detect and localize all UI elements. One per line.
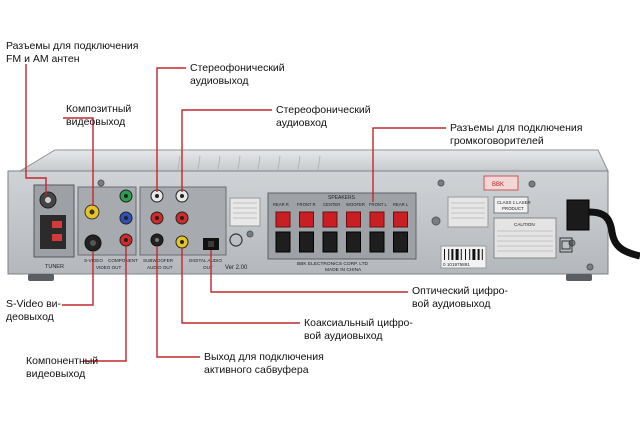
foot-left xyxy=(28,274,54,281)
subwoofer-label: SUBWOOFER xyxy=(143,258,174,263)
barcode-bar xyxy=(469,249,471,260)
speaker-terminal-negative xyxy=(299,231,314,253)
speaker-terminal-negative xyxy=(275,231,291,253)
laser-line1: CLASS 1 LASER xyxy=(497,200,531,205)
leader-composite xyxy=(63,117,94,206)
speaker-terminal-negative xyxy=(393,231,408,253)
leader-svideo xyxy=(62,252,94,306)
barcode-bars xyxy=(444,249,483,260)
top-vents xyxy=(177,155,321,171)
speaker-terminal-positive xyxy=(322,211,338,228)
caution-label xyxy=(493,217,557,259)
spec-label xyxy=(447,196,489,228)
leader-optical xyxy=(210,250,408,293)
speakers-label: SPEAKERS xyxy=(328,195,356,201)
label-speakers: Разъемы для подключения громкоговорителе… xyxy=(450,122,583,147)
barcode-number: 0 101975891 xyxy=(443,262,470,267)
speaker-terminal-positive xyxy=(346,211,361,228)
rear-l-label: REAR L xyxy=(393,202,409,207)
leader-speakers xyxy=(372,127,446,202)
leader-component xyxy=(83,246,127,362)
rear-r-label: REAR R xyxy=(273,202,289,207)
leader-subwoofer xyxy=(156,246,200,358)
label-stereo-out: Стереофонический аудиовыход xyxy=(190,62,285,87)
speaker-terminal-positive xyxy=(369,211,385,228)
speaker-block xyxy=(267,192,417,260)
barcode-bar xyxy=(481,249,483,260)
label-stereo-in: Стереофонический аудиовход xyxy=(276,104,371,129)
barcode-bar xyxy=(455,249,459,260)
brand-label: BBK ELECTRONICS CORP. LTD xyxy=(297,261,369,267)
leader-stereo-out xyxy=(156,67,186,192)
label-subwoofer: Выход для подключения активного сабвуфер… xyxy=(204,351,324,376)
speaker-terminal-negative xyxy=(322,231,338,253)
power-cord xyxy=(588,208,640,260)
speaker-terminal-positive xyxy=(393,211,408,228)
cert-logo xyxy=(229,233,243,247)
barcode-bar xyxy=(465,249,466,260)
leader-lines xyxy=(25,64,446,362)
speaker-terminal-negative xyxy=(369,231,385,253)
sticker-text: BBK xyxy=(492,182,504,188)
leader-coaxial xyxy=(181,248,300,324)
barcode-bar xyxy=(451,249,454,260)
digital-out-label: OUT xyxy=(203,265,213,270)
label-svideo: S-Video ви- деовыход xyxy=(6,298,62,323)
speaker-terminal-negative xyxy=(346,231,361,253)
component-label: COMPONENT xyxy=(108,258,138,263)
label-component-video: Компонентный видеовыход xyxy=(26,355,99,380)
barcode-bar xyxy=(460,249,462,260)
foot-right xyxy=(566,274,592,281)
am-antenna-terminal xyxy=(40,215,66,249)
red-sticker xyxy=(483,175,519,191)
power-socket xyxy=(566,199,590,231)
info-sticker xyxy=(229,197,261,227)
label-optical: Оптический цифро- вой аудиовыход xyxy=(412,285,509,310)
chassis-top xyxy=(18,149,609,172)
video-out-label: VIDEO OUT xyxy=(96,265,121,270)
barcode-bar xyxy=(448,249,450,260)
laser-line2: PRODUCT xyxy=(502,206,524,211)
front-l-label: FRONT L xyxy=(369,202,388,207)
barcode-bar xyxy=(477,249,480,260)
speaker-terminal-positive xyxy=(275,211,291,228)
screws xyxy=(97,179,594,271)
barcode-bar xyxy=(472,249,476,260)
digital-audio-label: DIGITAL AUDIO xyxy=(189,258,222,263)
leader-fm-am xyxy=(25,64,47,195)
speaker-terminals xyxy=(275,211,408,253)
version-label: Ver 2.00 xyxy=(225,265,248,271)
audio-out-label: AUDIO OUT xyxy=(147,265,173,270)
label-fm-am-antenna: Разъемы для подключения FM и AM антен xyxy=(6,40,139,65)
made-label: MADE IN CHINA xyxy=(325,267,362,273)
barcode-bar xyxy=(444,249,445,260)
caution-text: CAUTION xyxy=(514,222,535,227)
label-composite-video: Композитный видеовыход xyxy=(66,103,132,128)
front-r-label: FRONT R xyxy=(297,202,316,207)
label-coaxial: Коаксиальный цифро- вой аудиовыход xyxy=(304,317,413,342)
woofer-label: WOOFER xyxy=(346,202,365,207)
center-label: CENTER xyxy=(323,202,340,207)
tuner-label: TUNER xyxy=(45,264,64,270)
laser-label xyxy=(493,196,529,214)
leader-stereo-in xyxy=(181,109,272,192)
speaker-terminal-positive xyxy=(299,211,314,228)
